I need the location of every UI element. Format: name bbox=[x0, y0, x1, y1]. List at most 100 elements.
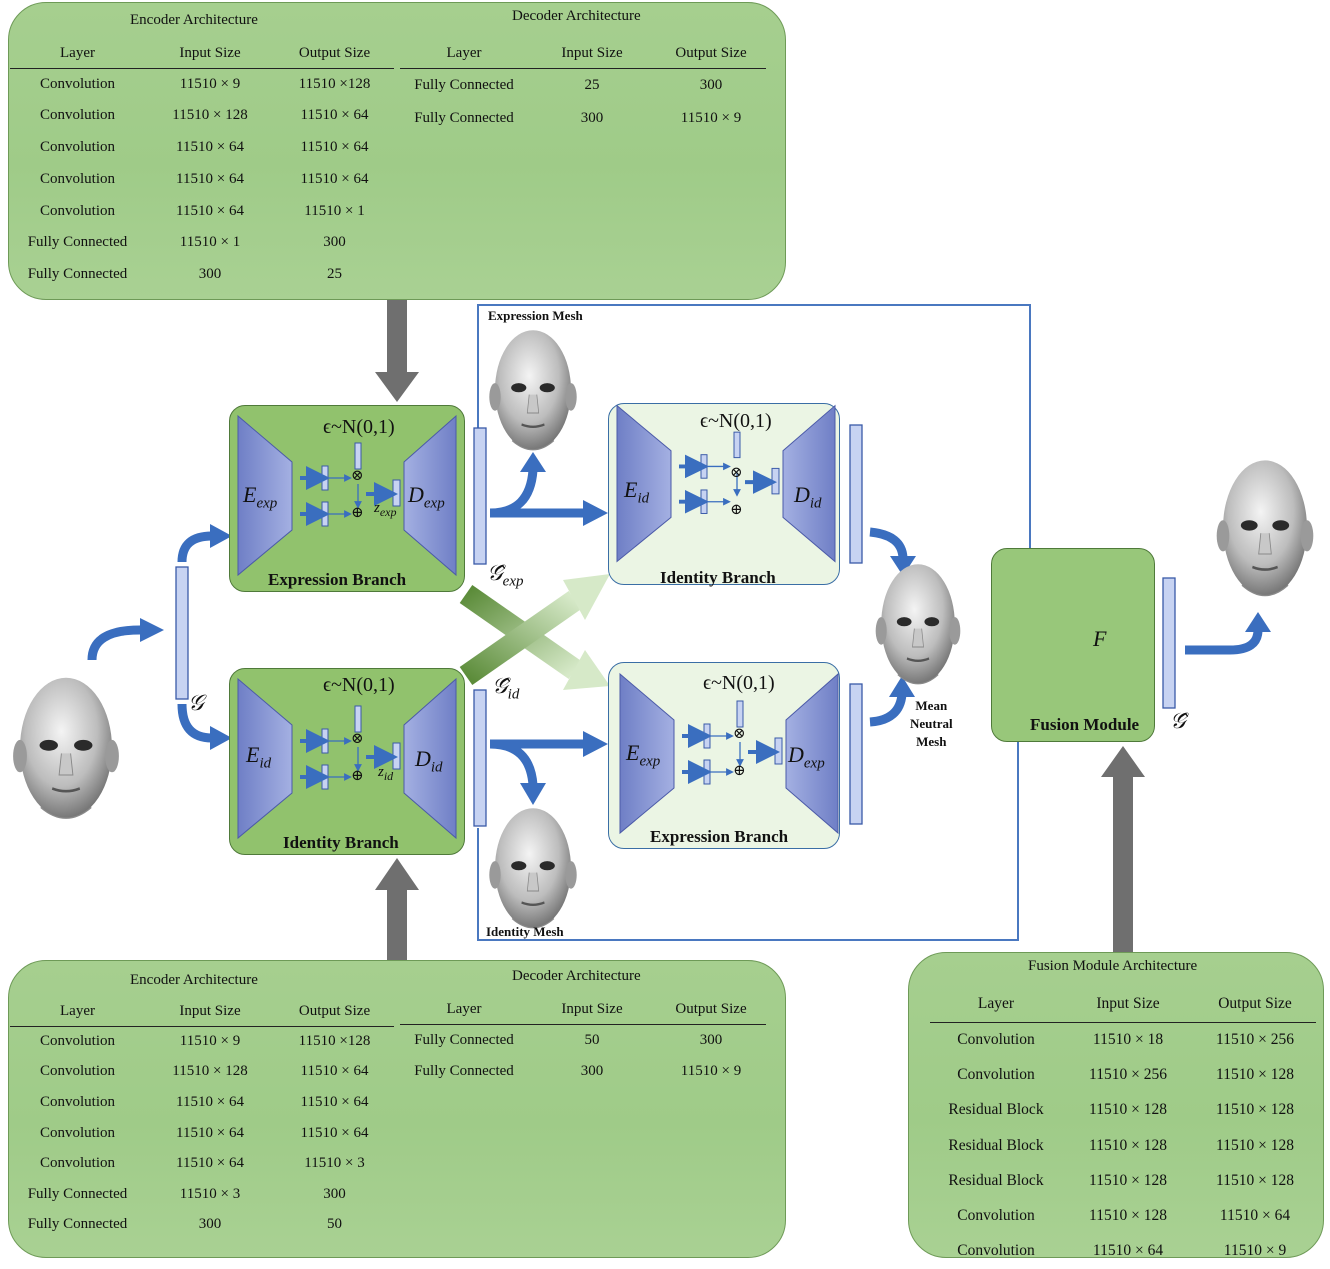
oplus-op-1: ⊕ bbox=[351, 505, 364, 521]
table-row: Fully Connected 50 300 bbox=[400, 1024, 766, 1056]
cell-input-size: 11510 × 128 bbox=[172, 1063, 248, 1080]
cell-input-size: 11510 × 128 bbox=[172, 107, 248, 124]
fusion-symbol: F bbox=[1093, 626, 1107, 651]
cell-input-size: 11510 × 3 bbox=[179, 1185, 241, 1202]
cell-output-size: 11510 × 128 bbox=[1216, 1136, 1294, 1154]
col-input: Input Size bbox=[528, 40, 656, 69]
cell-output-size: 11510 × 128 bbox=[1216, 1101, 1294, 1119]
cell-input-size: 300 bbox=[580, 1062, 604, 1079]
cell-output-size: 300 bbox=[323, 234, 346, 251]
cell-input-size: 300 bbox=[198, 266, 222, 283]
top-encoder-title: Encoder Architecture bbox=[130, 12, 258, 28]
cell-layer: Fully Connected bbox=[414, 1031, 514, 1048]
cell-layer: Convolution bbox=[957, 1242, 1035, 1260]
z-exp-label: zexp bbox=[374, 500, 397, 519]
col-output: Output Size bbox=[1194, 986, 1316, 1023]
cell-layer: Convolution bbox=[39, 75, 115, 92]
e-id-label-1: Eid bbox=[246, 742, 272, 772]
mean-text: Mean bbox=[915, 698, 948, 713]
input-vector-bar bbox=[175, 566, 189, 700]
cell-layer: Convolution bbox=[39, 138, 115, 155]
col-input: Input Size bbox=[528, 996, 656, 1025]
oplus-op-4: ⊕ bbox=[733, 763, 746, 779]
cell-output-size: 11510 × 3 bbox=[304, 1155, 365, 1172]
cell-layer: Convolution bbox=[39, 107, 115, 124]
top-decoder-title: Decoder Architecture bbox=[512, 8, 641, 24]
cell-layer: Fully Connected bbox=[27, 234, 128, 251]
cell-layer: Fully Connected bbox=[414, 109, 514, 126]
cell-layer: Convolution bbox=[39, 1155, 115, 1172]
cell-output-size: 11510 × 128 bbox=[1216, 1171, 1294, 1189]
otimes-op-3: ⊗ bbox=[730, 465, 743, 481]
oplus-op-2: ⊕ bbox=[351, 768, 364, 784]
cell-layer: Residual Block bbox=[948, 1171, 1044, 1189]
bottom-decoder-title: Decoder Architecture bbox=[512, 968, 641, 984]
cell-input-size: 11510 × 128 bbox=[1089, 1136, 1167, 1154]
expression-branch-label-1: Expression Branch bbox=[268, 570, 407, 589]
expression-branch-label-2: Expression Branch bbox=[650, 827, 789, 846]
cell-output-size: 300 bbox=[699, 1031, 723, 1048]
cell-output-size: 11510 × 64 bbox=[1219, 1207, 1291, 1225]
fusion-table: Layer Input Size Output Size Convolution… bbox=[930, 986, 1316, 1269]
cell-input-size: 11510 × 1 bbox=[179, 234, 241, 251]
cell-layer: Fully Connected bbox=[414, 1062, 514, 1079]
epsilon-label-1: ϵ~N(0,1) bbox=[323, 416, 395, 438]
cell-layer: Convolution bbox=[39, 1033, 115, 1050]
cell-layer: Convolution bbox=[39, 1093, 115, 1110]
cell-input-size: 11510 × 64 bbox=[176, 1155, 244, 1172]
cell-input-size: 300 bbox=[580, 109, 604, 126]
fusion-module-box bbox=[991, 548, 1155, 742]
epsilon-label-3: ϵ~N(0,1) bbox=[700, 410, 772, 432]
gray-connector-bottom bbox=[375, 858, 419, 960]
identity-branch-label-2: Identity Branch bbox=[660, 568, 776, 587]
bottom-encoder-title: Encoder Architecture bbox=[130, 972, 258, 988]
cell-output-size: 11510 ×128 bbox=[298, 1033, 371, 1050]
expression-branch2-output-bar bbox=[849, 683, 863, 825]
cell-output-size: 11510 × 64 bbox=[300, 138, 369, 155]
col-layer: Layer bbox=[400, 40, 528, 69]
cell-layer: Convolution bbox=[39, 1063, 115, 1080]
cell-layer: Residual Block bbox=[948, 1136, 1044, 1154]
col-output: Output Size bbox=[275, 998, 394, 1027]
g-id-hat-label: 𝒢̂id bbox=[492, 673, 520, 703]
cell-output-size: 11510 × 9 bbox=[680, 1062, 742, 1079]
cell-input-size: 11510 × 128 bbox=[1089, 1101, 1167, 1119]
col-layer: Layer bbox=[10, 998, 145, 1027]
cell-output-size: 11510 × 128 bbox=[1216, 1065, 1294, 1083]
cell-input-size: 11510 × 128 bbox=[1089, 1207, 1167, 1225]
cell-output-size: 25 bbox=[327, 266, 342, 283]
mesh-loop-lines bbox=[477, 304, 1031, 941]
col-input: Input Size bbox=[1062, 986, 1194, 1023]
mesh-text: Mesh bbox=[916, 734, 947, 749]
cell-output-size: 11510 × 9 bbox=[1223, 1242, 1287, 1260]
cell-output-size: 11510 × 64 bbox=[300, 1124, 369, 1141]
top-encoder-table: Layer Input Size Output Size Convolution… bbox=[10, 40, 394, 291]
cell-output-size: 300 bbox=[699, 76, 723, 93]
cell-output-size: 300 bbox=[323, 1185, 346, 1202]
cell-input-size: 300 bbox=[198, 1216, 222, 1233]
cell-output-size: 11510 × 256 bbox=[1216, 1030, 1294, 1048]
fusion-module-label: Fusion Module bbox=[1030, 715, 1140, 734]
cell-input-size: 50 bbox=[584, 1031, 600, 1048]
cell-layer: Convolution bbox=[39, 170, 115, 187]
cell-input-size: 11510 × 64 bbox=[176, 138, 244, 155]
table-row: Fully Connected 11510 × 1 300 bbox=[10, 227, 394, 259]
identity-branch-output-bar bbox=[849, 424, 863, 564]
cell-output-size: 11510 × 9 bbox=[680, 109, 742, 126]
cell-input-size: 11510 × 64 bbox=[176, 1124, 244, 1141]
fusion-table-title: Fusion Module Architecture bbox=[1028, 958, 1198, 974]
bottom-encoder-table: Layer Input Size Output Size Convolution… bbox=[10, 998, 394, 1240]
g-hat-output-label: 𝒢̂ bbox=[1170, 708, 1186, 733]
cell-layer: Convolution bbox=[957, 1065, 1035, 1083]
top-decoder-table: Layer Input Size Output Size Fully Conne… bbox=[400, 40, 766, 135]
g-input-label: 𝒢 bbox=[188, 690, 204, 715]
cell-output-size: 50 bbox=[327, 1216, 342, 1233]
cell-output-size: 11510 × 64 bbox=[300, 107, 369, 124]
